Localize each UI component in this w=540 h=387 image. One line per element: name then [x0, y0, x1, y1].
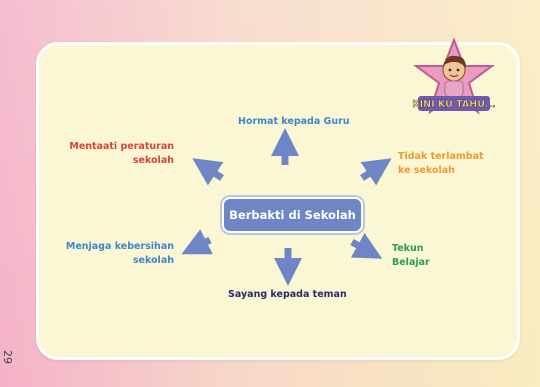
label-menjaga-kebersihan: Menjaga kebersihan sekolah: [65, 241, 174, 266]
mascot-body: [444, 80, 464, 98]
kini-ku-tahu-mascot: KINI KU TAHU...: [412, 38, 496, 115]
center-topic: Berbakti di Sekolah: [222, 197, 363, 233]
page-number: 29: [1, 350, 14, 364]
label-sayang-kepada-teman: Sayang kepada teman: [228, 289, 347, 300]
arrow-down-right: [350, 232, 383, 259]
badge-banner: [418, 96, 490, 111]
label-tidak-terlambat: Tidak terlambat ke sekolah: [398, 151, 484, 176]
label-mentaati-peraturan: Mentaati peraturan sekolah: [69, 141, 174, 166]
label-hormat-kepada-guru: Hormat kepada Guru: [238, 116, 350, 127]
mascot-hair: [443, 55, 466, 68]
arrow-up-right: [360, 158, 392, 186]
arrow-down-left: [181, 229, 213, 255]
badge-text: KINI KU TAHU...: [412, 99, 496, 110]
label-tekun-belajar: Tekun Belajar: [392, 243, 430, 268]
arrow-up-left: [192, 158, 224, 186]
